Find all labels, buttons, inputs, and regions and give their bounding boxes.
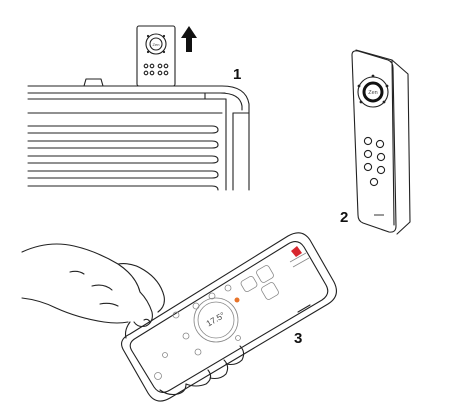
app-tile-2 xyxy=(261,282,279,300)
app-accent-icon xyxy=(234,297,240,303)
app-temperature-readout: 17.5° xyxy=(204,310,226,329)
brand-logo-icon xyxy=(291,246,302,257)
phone-illustration: 17.5° xyxy=(121,232,337,402)
remote-center-label-small: Zen xyxy=(153,42,160,47)
app-tile-3 xyxy=(240,276,258,292)
app-temperature-dial xyxy=(193,297,239,343)
remote-being-inserted: Zen xyxy=(136,25,176,87)
callout-step-1: 1 xyxy=(233,66,241,83)
remote-control-illustration: Zen xyxy=(351,49,411,235)
app-tile-1 xyxy=(256,265,274,283)
callout-step-2: 2 xyxy=(340,209,348,226)
remote-dial: Zen xyxy=(357,74,389,108)
callout-step-3: 3 xyxy=(294,330,302,347)
heater-unit-illustration xyxy=(27,78,250,191)
insert-direction-arrow-icon xyxy=(181,26,197,52)
remote-buttons xyxy=(363,136,386,187)
hand-illustration xyxy=(21,243,245,396)
remote-center-label: Zen xyxy=(368,90,377,96)
phone-app-screen: 17.5° xyxy=(154,246,310,380)
heater-louvres xyxy=(27,125,219,191)
